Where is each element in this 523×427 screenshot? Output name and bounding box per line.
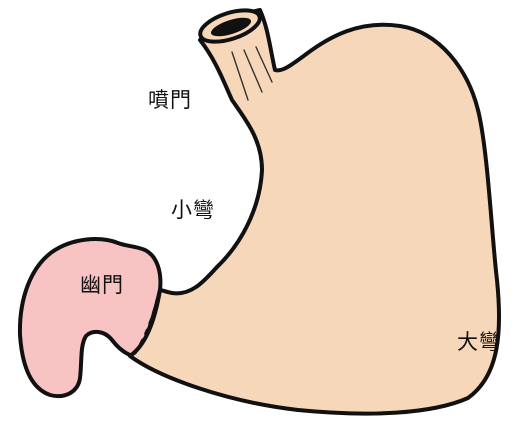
pylorus-region	[20, 239, 160, 396]
lesser-curvature-label: 小彎	[171, 200, 215, 221]
pylorus-label: 幽門	[80, 275, 124, 296]
greater-curvature-label: 大彎	[457, 332, 501, 353]
cardia-label: 噴門	[148, 90, 192, 111]
